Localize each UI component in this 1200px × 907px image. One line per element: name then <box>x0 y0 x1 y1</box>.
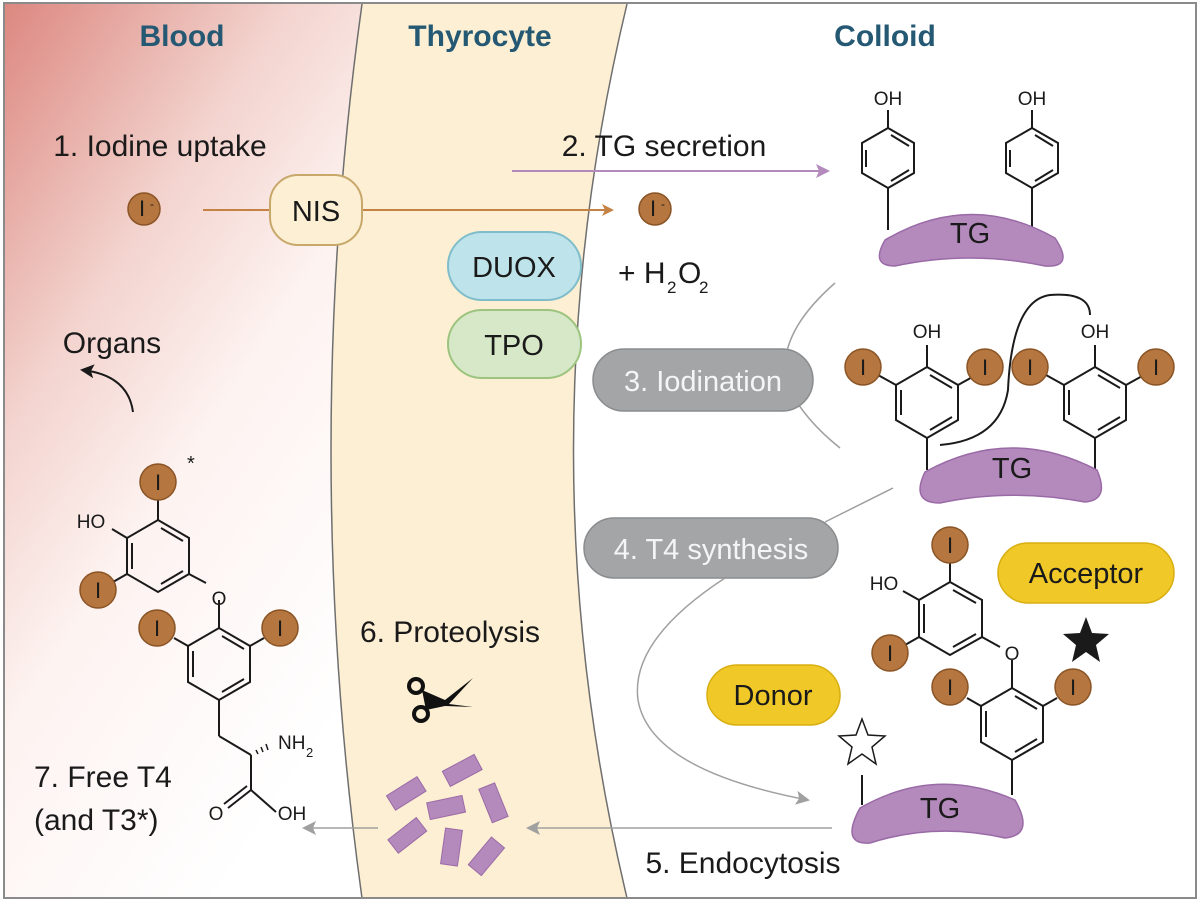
svg-text:O: O <box>1005 644 1020 665</box>
svg-text:I: I <box>1153 355 1159 380</box>
t4-synthesis-arrow <box>636 577 810 805</box>
svg-text:O: O <box>212 589 227 610</box>
svg-text:TG: TG <box>992 453 1032 485</box>
thyrocyte-region <box>331 4 627 898</box>
step-proteolysis: 6. Proteolysis <box>360 616 540 649</box>
donor-label: Donor <box>706 664 841 726</box>
t3-asterisk: * <box>187 453 195 475</box>
iodine-atom: I <box>844 348 882 386</box>
svg-text:I: I <box>860 355 866 380</box>
acceptor-label: Acceptor <box>997 542 1175 604</box>
iodine-atom: I <box>1054 668 1092 706</box>
svg-text:+ H: + H <box>618 257 666 290</box>
iodine-atom: I <box>79 571 117 609</box>
svg-text:HO: HO <box>77 512 106 533</box>
tg-with-t4: HO O I I I I TG <box>851 526 1092 844</box>
svg-text:OH: OH <box>913 322 942 343</box>
iodide-ion-blood: I - <box>127 192 161 226</box>
svg-text:I: I <box>95 578 101 603</box>
frame-border <box>3 2 1197 899</box>
svg-text:OH: OH <box>874 89 903 110</box>
apical-membrane <box>572 3 628 899</box>
svg-text:TPO: TPO <box>484 330 544 362</box>
step-iodine-uptake: 1. Iodine uptake <box>53 130 267 163</box>
organs-label: Organs <box>63 327 161 360</box>
iodide-ion-colloid: I - <box>638 192 672 226</box>
iodine-atom: I <box>931 526 969 564</box>
svg-text:-: - <box>661 197 665 211</box>
iodine-atom: I <box>139 463 177 501</box>
svg-text:Acceptor: Acceptor <box>1029 558 1144 590</box>
svg-text:O: O <box>209 804 224 825</box>
svg-text:I: I <box>650 196 656 221</box>
svg-text:OH: OH <box>278 804 307 825</box>
svg-text:I: I <box>139 196 145 221</box>
svg-text:3. Iodination: 3. Iodination <box>624 366 782 398</box>
iodine-atom: I <box>871 634 909 672</box>
svg-text:2: 2 <box>306 745 313 760</box>
step-tg-secretion: 2. TG secretion <box>562 130 767 163</box>
tg-peptide-fragments <box>385 753 509 877</box>
svg-text:I: I <box>1070 675 1076 700</box>
svg-text:NH: NH <box>278 733 305 754</box>
svg-text:HO: HO <box>870 574 899 595</box>
header-colloid: Colloid <box>834 20 936 53</box>
nis-transporter: NIS <box>269 174 363 246</box>
open-star-icon <box>837 716 887 766</box>
header-thyrocyte: Thyrocyte <box>408 20 551 53</box>
svg-text:DUOX: DUOX <box>472 252 556 284</box>
iodine-atom: I <box>1137 348 1175 386</box>
iodine-atom: I <box>261 609 299 647</box>
svg-text:I: I <box>155 470 161 495</box>
svg-text:OH: OH <box>1018 89 1047 110</box>
svg-text:I: I <box>947 533 953 558</box>
step-endocytosis: 5. Endocytosis <box>645 847 840 880</box>
tg-uniodinated: OH OH TG <box>861 89 1064 267</box>
step-t4-synthesis-pill: 4. T4 synthesis <box>583 517 839 579</box>
iodine-atom: I <box>931 668 969 706</box>
svg-text:2: 2 <box>699 278 708 297</box>
basolateral-membrane <box>330 3 363 899</box>
svg-text:-: - <box>150 197 154 211</box>
duox-enzyme: DUOX <box>447 231 582 301</box>
tg-iodinated: OH OH I I I I TG <box>844 293 1175 504</box>
step-free-t4: 7. Free T4 <box>34 761 172 794</box>
svg-text:I: I <box>982 355 988 380</box>
svg-text:I: I <box>1027 355 1033 380</box>
iodine-atom: I <box>966 348 1004 386</box>
to-organs-arrow <box>80 364 134 413</box>
svg-text:O: O <box>678 257 701 290</box>
scissors-icon <box>407 677 473 723</box>
iodine-atom: I <box>138 609 176 647</box>
step-iodination-pill: 3. Iodination <box>592 348 814 412</box>
svg-text:Donor: Donor <box>734 680 813 712</box>
svg-text:TG: TG <box>920 793 960 825</box>
svg-text:4. T4 synthesis: 4. T4 synthesis <box>614 534 809 566</box>
tpo-enzyme: TPO <box>447 309 582 379</box>
t4-synthesis-connector-top <box>824 487 894 523</box>
svg-text:2: 2 <box>667 278 676 297</box>
filled-star-icon <box>1063 617 1109 662</box>
header-blood: Blood <box>140 20 225 53</box>
svg-text:I: I <box>154 616 160 641</box>
h2o2-label: + H 2 O 2 <box>618 257 708 297</box>
svg-text:I: I <box>887 641 893 666</box>
svg-text:I: I <box>277 616 283 641</box>
svg-text:TG: TG <box>950 218 990 250</box>
svg-text:I: I <box>947 675 953 700</box>
step-free-t3: (and T3*) <box>34 804 159 837</box>
svg-text:NIS: NIS <box>292 196 340 228</box>
free-t4-molecule: HO O NH 2 O OH * I I I I <box>77 453 313 825</box>
iodine-atom: I <box>1011 348 1049 386</box>
svg-text:OH: OH <box>1081 322 1110 343</box>
